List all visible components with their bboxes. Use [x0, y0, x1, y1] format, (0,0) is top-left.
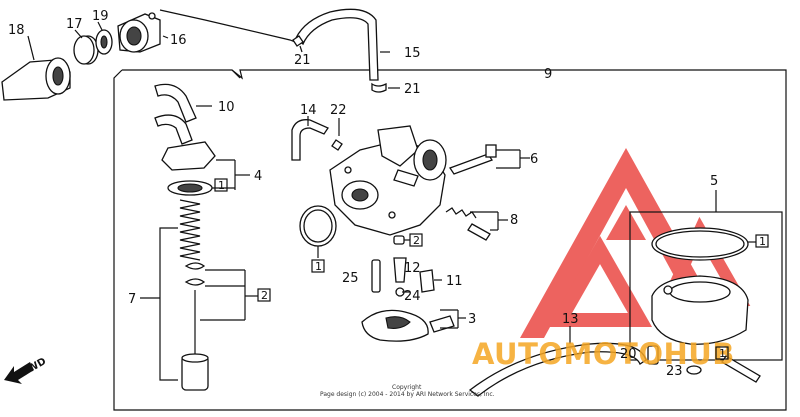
callout-15: 15: [404, 46, 421, 61]
callout-labels: 18 17 19 16 21 15 21 9 10 14 22 6 4 5 8 …: [8, 9, 718, 379]
callout-13: 13: [562, 312, 579, 327]
air-screw-11: [419, 269, 435, 293]
carburetor-body: [329, 125, 447, 236]
ref-box-7: 2: [257, 288, 271, 302]
float-chamber-frame: [629, 211, 783, 361]
svg-text:2: 2: [261, 289, 268, 302]
ref-box-4: 1: [214, 178, 228, 192]
callout-16: 16: [170, 33, 187, 48]
watermark-text: AUTOMOTOHUB: [472, 337, 735, 371]
copyright-line-1: Copyright: [392, 384, 422, 391]
ref-box-1-left: 1: [311, 259, 325, 273]
callout-3: 3: [468, 312, 476, 327]
cap-4: [161, 141, 216, 196]
clamp-19: [95, 29, 113, 55]
callout-24: 24: [404, 289, 421, 304]
callout-12: 12: [404, 261, 421, 276]
svg-text:1: 1: [759, 235, 766, 248]
tube-13: [468, 342, 647, 397]
svg-text:2: 2: [413, 234, 420, 247]
callout-8: 8: [510, 213, 518, 228]
ring-17: [73, 35, 99, 65]
callout-18: 18: [8, 23, 25, 38]
callout-19: 19: [92, 9, 109, 24]
screw-6: [449, 144, 497, 175]
float-chamber-gasket: [651, 227, 749, 261]
callout-5: 5: [710, 174, 718, 189]
svg-text:1: 1: [218, 179, 225, 192]
float-chamber-bowl-5: [651, 275, 749, 345]
svg-text:1: 1: [315, 260, 322, 273]
svg-text:FWD: FWD: [20, 356, 48, 379]
ref-box-2-center: 2: [409, 233, 423, 247]
callout-21-top: 21: [294, 53, 311, 68]
callout-9: 9: [544, 67, 552, 82]
callout-7: 7: [128, 292, 136, 307]
callout-10: 10: [218, 100, 235, 115]
callout-23: 23: [666, 364, 683, 379]
drain-screw-20: [647, 345, 659, 365]
svg-text:1: 1: [719, 347, 726, 360]
callout-22: 22: [330, 103, 347, 118]
clip-22: [331, 139, 343, 151]
callout-25: 25: [342, 271, 359, 286]
insulator-16: [117, 12, 161, 53]
ref-box-1-right: 1: [715, 346, 729, 360]
ref-box-5: 1: [755, 234, 769, 248]
callout-11: 11: [446, 274, 463, 289]
float-3: [361, 309, 455, 342]
screw-8: [445, 207, 491, 241]
callout-14: 14: [300, 103, 317, 118]
fwd-arrow: FWD: [4, 356, 48, 384]
air-funnel-18: [1, 57, 71, 101]
tube-14: [291, 119, 329, 161]
callout-6: 6: [530, 152, 538, 167]
washer-23: [686, 365, 702, 375]
slow-jet-25: [371, 259, 381, 293]
spring-throttle-valve-7: [179, 199, 209, 391]
callout-21-right: 21: [404, 82, 421, 97]
tube-15: [295, 8, 379, 81]
callout-4: 4: [254, 169, 262, 184]
callout-20: 20: [620, 347, 637, 362]
screw-bolt-right: [721, 355, 761, 383]
copyright-line-2: Page design (c) 2004 - 2014 by ARI Netwo…: [320, 391, 495, 398]
elbow-tube-10: [154, 83, 197, 145]
callout-17: 17: [66, 17, 83, 32]
